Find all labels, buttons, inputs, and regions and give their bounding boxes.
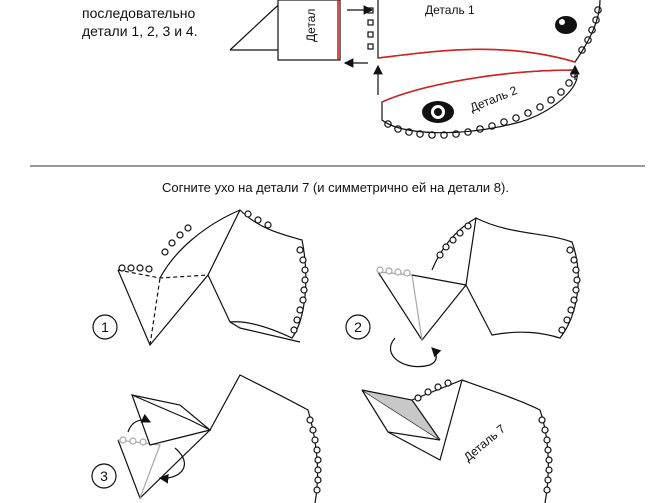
step-caption: Согните ухо на детали 7 (и симметрично е… <box>162 180 509 195</box>
step-number-1-text: 1 <box>101 319 109 335</box>
step4-ruffle <box>414 379 553 494</box>
step3-ruffle <box>119 416 322 494</box>
vertical-part <box>277 0 341 61</box>
intro-line-2: детали 1, 2, 3 и 4. <box>82 23 198 39</box>
step-number-1: 1 <box>92 314 118 340</box>
step2-figure <box>376 217 581 368</box>
step-number-2-text: 2 <box>354 319 362 335</box>
step1-ruffle <box>118 210 309 334</box>
step1-figure <box>117 208 309 347</box>
intro-line-1: последовательно <box>82 5 196 21</box>
part1-label: Деталь 1 <box>425 3 475 17</box>
step-number-2: 2 <box>345 314 371 340</box>
step4-figure <box>361 379 553 503</box>
eye-icon-part1 <box>555 16 577 34</box>
top-assembly <box>229 0 602 139</box>
vertical-part-label: Детал <box>304 9 318 42</box>
part1-ruffle <box>578 6 602 54</box>
step2-rotate-arrow <box>389 337 442 368</box>
intro-text: последовательно детали 1, 2, 3 и 4. <box>82 4 198 40</box>
step3-figure <box>117 374 322 503</box>
step-number-3-text: 3 <box>100 468 108 484</box>
step3-fold-arrow <box>127 413 152 433</box>
step2-ruffle <box>376 222 581 334</box>
stitch-column <box>367 7 374 50</box>
step3-rotate-arrow <box>158 447 186 484</box>
eye-icon-part2 <box>422 101 454 123</box>
step-number-3: 3 <box>91 463 117 489</box>
left-flap-piece <box>229 0 286 51</box>
